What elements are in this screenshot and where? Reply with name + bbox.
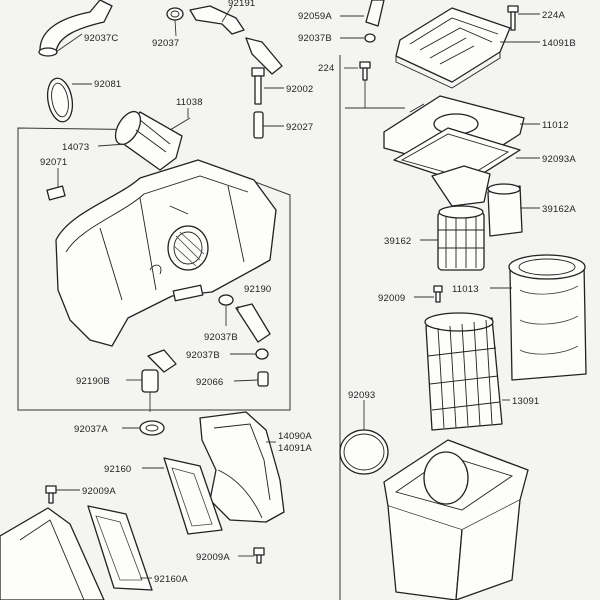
label-14073: 14073 <box>62 142 89 153</box>
label-39162: 39162 <box>384 236 411 247</box>
spring-ring-part <box>46 77 74 123</box>
label-92037: 92037 <box>152 38 179 49</box>
filter-sleeve-part <box>487 183 523 237</box>
label-224: 224 <box>318 63 334 74</box>
o-ring-part <box>339 429 389 475</box>
label-92002: 92002 <box>286 84 313 95</box>
spacer-part <box>253 111 264 139</box>
label-11012: 11012 <box>542 120 569 131</box>
label-13091: 13091 <box>512 396 539 407</box>
label-92037B-low: 92037B <box>186 350 220 361</box>
clip-part <box>255 348 269 360</box>
label-14091B: 14091B <box>542 38 576 49</box>
part-labels: 92037C 92037 92191 92059A 92037B 224A 14… <box>40 0 576 585</box>
filter-element-part <box>508 254 587 381</box>
lower-case-part <box>383 439 529 600</box>
label-92190B: 92190B <box>76 376 110 387</box>
label-92160: 92160 <box>104 464 131 475</box>
label-14091A: 14091A <box>278 443 312 454</box>
label-92009A-right: 92009A <box>196 552 230 563</box>
bolt-part <box>253 547 265 564</box>
label-92160A: 92160A <box>154 574 188 585</box>
cover-lid-part <box>395 7 511 89</box>
label-92037C: 92037C <box>84 33 118 44</box>
label-11038: 11038 <box>176 97 203 108</box>
label-92093A: 92093A <box>542 154 576 165</box>
clamp-part <box>166 7 184 21</box>
breather-hose-part <box>365 0 385 27</box>
filter-cage-part <box>437 205 485 271</box>
hose-part <box>218 294 271 343</box>
bolt-part <box>433 285 443 303</box>
label-92037B-top: 92037B <box>298 33 332 44</box>
label-92009: 92009 <box>378 293 405 304</box>
leader-lines <box>55 5 540 579</box>
label-224A: 224A <box>542 10 565 21</box>
label-92037A: 92037A <box>74 424 108 435</box>
plug-part <box>257 371 269 387</box>
side-cover-part <box>199 411 285 523</box>
label-92191: 92191 <box>228 0 255 9</box>
label-11013: 11013 <box>452 284 479 295</box>
bolt-part <box>45 485 57 504</box>
label-92093: 92093 <box>348 390 375 401</box>
hose-elbow-part <box>38 0 113 57</box>
label-39162A: 39162A <box>542 204 576 215</box>
bolt-part <box>507 5 519 31</box>
clip-part <box>46 185 66 201</box>
bolt-part <box>251 67 265 105</box>
drain-hose-part <box>141 349 177 412</box>
air-box-housing-part <box>55 159 277 347</box>
label-92009A-left: 92009A <box>82 486 116 497</box>
duct-part <box>431 165 491 207</box>
label-92027: 92027 <box>286 122 313 133</box>
label-92071: 92071 <box>40 157 67 168</box>
hose-part <box>189 5 283 75</box>
clamp-part <box>139 420 165 436</box>
foam-pad-part <box>87 505 153 591</box>
filter-screen-part <box>424 312 503 431</box>
label-92066: 92066 <box>196 377 223 388</box>
clip-part <box>364 33 376 43</box>
guard-panel-part <box>0 507 105 600</box>
label-92037B-mid: 92037B <box>204 332 238 343</box>
bolt-part <box>359 61 371 108</box>
label-92081: 92081 <box>94 79 121 90</box>
label-92059A: 92059A <box>298 11 332 22</box>
label-14090A: 14090A <box>278 431 312 442</box>
label-92190: 92190 <box>244 284 271 295</box>
foam-pad-part <box>163 457 223 535</box>
intake-duct-part <box>114 110 183 171</box>
